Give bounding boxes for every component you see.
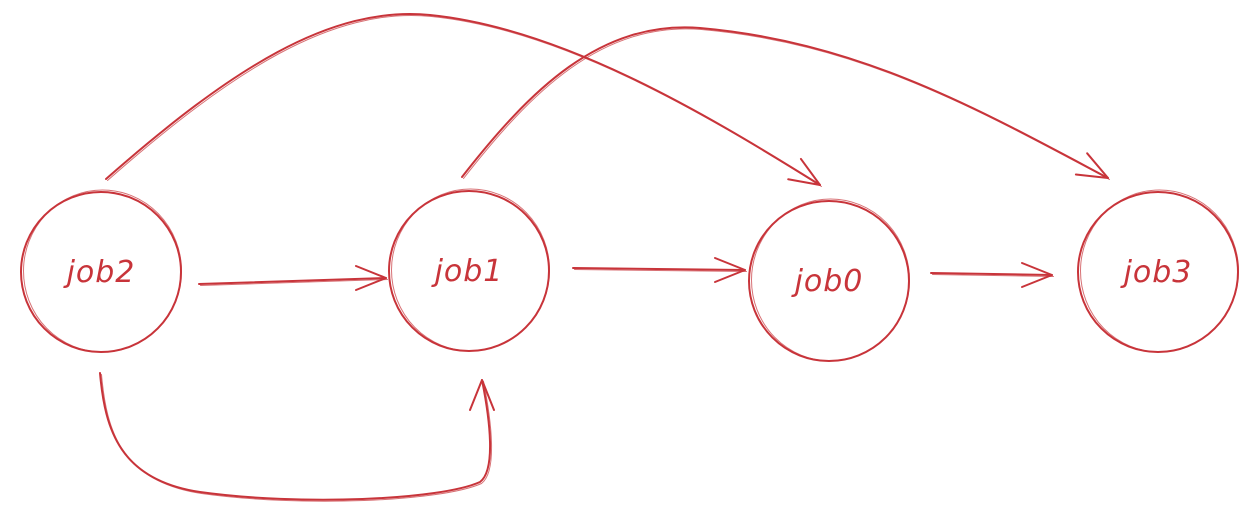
edge-job0-to-job3 <box>930 262 1054 288</box>
node-job1: job1 <box>388 188 550 352</box>
arrowhead <box>1074 152 1109 179</box>
edges <box>99 13 1110 502</box>
edge-line <box>198 277 387 285</box>
edge-line <box>105 13 821 186</box>
node-job2: job2 <box>20 189 182 353</box>
edge-line-sketch <box>932 274 1054 277</box>
arrowhead <box>1021 262 1053 288</box>
node-label: job3 <box>1120 255 1193 290</box>
edge-job2-to-job1 <box>198 265 388 291</box>
edge-line <box>461 26 1109 179</box>
edge-job1-to-job3 <box>461 26 1110 180</box>
edge-line-sketch <box>463 28 1110 180</box>
edge-job1-to-job0 <box>572 257 747 283</box>
arrowhead <box>787 157 821 186</box>
arrowhead <box>714 257 746 283</box>
node-job0: job0 <box>748 198 910 362</box>
node-job3: job3 <box>1077 189 1239 353</box>
edge-job2-to-job0 <box>105 13 822 187</box>
node-label: job0 <box>791 264 864 299</box>
node-label: job1 <box>431 254 504 289</box>
edge-job2-to-job1 <box>99 372 495 502</box>
nodes: job2 job1 job0 job3 <box>20 188 1239 362</box>
node-circle-sketch <box>23 189 182 353</box>
edge-line-sketch <box>107 15 822 187</box>
arrowhead <box>355 265 387 291</box>
node-circle-sketch <box>391 188 550 352</box>
edge-line-sketch <box>200 279 388 286</box>
node-circle-sketch <box>1080 189 1239 353</box>
arrowhead <box>469 379 495 411</box>
edge-line-sketch <box>101 374 493 502</box>
node-label: job2 <box>63 255 136 290</box>
edge-line <box>930 272 1053 276</box>
edge-line-sketch <box>574 269 747 272</box>
edge-line <box>572 267 746 271</box>
node-circle-sketch <box>751 198 910 362</box>
